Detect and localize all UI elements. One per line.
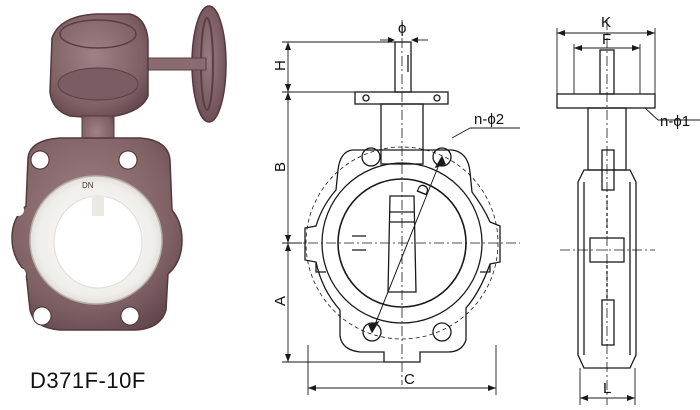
side-body: [577, 169, 637, 369]
disc: [387, 195, 417, 293]
dim-c: C: [404, 371, 415, 388]
dim-f: F: [602, 31, 611, 48]
dim-h: H: [272, 60, 289, 71]
body-outline: [304, 149, 501, 363]
dim-phi: ϕ: [398, 20, 406, 37]
dim-n-phi-1: n-ϕ1: [660, 113, 690, 130]
dim-a: A: [272, 296, 289, 306]
valve-photo: DN: [11, 5, 227, 331]
side-top-flange: [556, 93, 656, 109]
body-outer-circle: [321, 162, 483, 324]
svg-text:DN: DN: [82, 181, 94, 190]
dim-n-phi-2: n-ϕ2: [474, 111, 504, 128]
neck: [380, 103, 424, 165]
bore-circle: [337, 178, 467, 308]
dim-l: L: [603, 380, 611, 397]
model-label: D371F-10F: [30, 368, 146, 393]
dim-k: K: [601, 14, 611, 31]
dim-b: B: [272, 162, 289, 172]
